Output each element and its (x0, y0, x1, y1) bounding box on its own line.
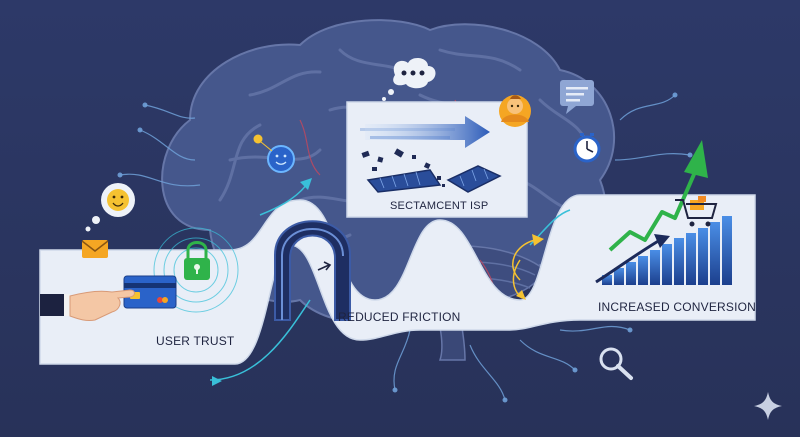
segment-box (346, 101, 528, 218)
face-node-icon (253, 134, 295, 173)
clock-icon (573, 133, 601, 163)
trend-arrow-icon (595, 234, 670, 284)
face-avatar-icon (499, 95, 531, 127)
arch-gate-icon (274, 220, 351, 321)
padlock-icon (184, 241, 210, 280)
label-reduced-friction: REDUCED FRICTION (338, 310, 461, 324)
shopping-cart-icon (675, 196, 718, 227)
bar-chart-icon (602, 216, 732, 285)
speech-bubble-icon (560, 80, 594, 114)
smiley-thought-bubble-icon (85, 183, 135, 232)
trust-rings (153, 227, 239, 313)
envelope-icon (81, 240, 109, 258)
rising-arrow-icon (608, 140, 708, 252)
label-segment-box: SECTAMCENT ISP (390, 200, 489, 212)
arrow-icon (317, 261, 332, 271)
hand-icon (40, 289, 135, 321)
sparkle-icon (754, 392, 782, 420)
magnifier-icon (599, 347, 633, 380)
thought-bubble-icon (382, 57, 436, 101)
label-increased-conversion: INCREASED CONVERSION (598, 300, 757, 314)
label-user-trust: USER TRUST (156, 334, 235, 348)
